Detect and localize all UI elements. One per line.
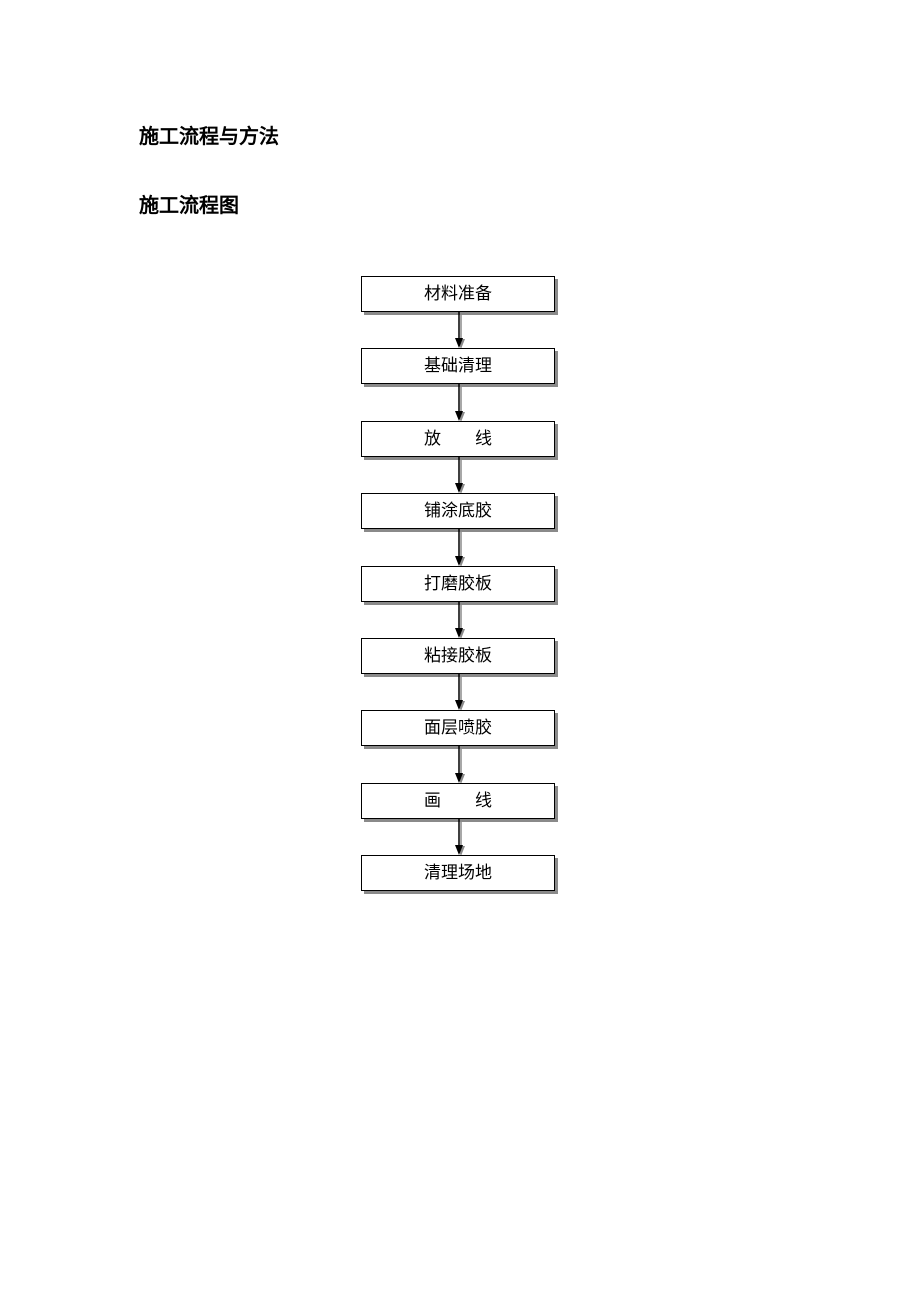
flow-step-4: 铺涂底胶 [361,493,555,529]
flow-step-2: 基础清理 [361,348,555,384]
flow-arrow-3 [455,457,465,493]
flow-step-7: 面层喷胶 [361,710,555,746]
flow-step-8: 画 线 [361,783,555,819]
flow-step-3: 放 线 [361,421,555,457]
flowchart-title: 施工流程图 [139,193,239,217]
flow-arrow-2 [455,384,465,421]
flow-step-9: 清理场地 [361,855,555,891]
flow-arrow-7 [455,746,465,783]
flow-step-1: 材料准备 [361,276,555,312]
section-title: 施工流程与方法 [139,124,279,148]
flow-step-6: 粘接胶板 [361,638,555,674]
flow-arrow-6 [455,674,465,710]
flow-arrow-8 [455,819,465,855]
flow-arrow-5 [455,602,465,638]
flow-arrow-4 [455,529,465,566]
flow-arrow-1 [455,312,465,348]
flow-step-5: 打磨胶板 [361,566,555,602]
